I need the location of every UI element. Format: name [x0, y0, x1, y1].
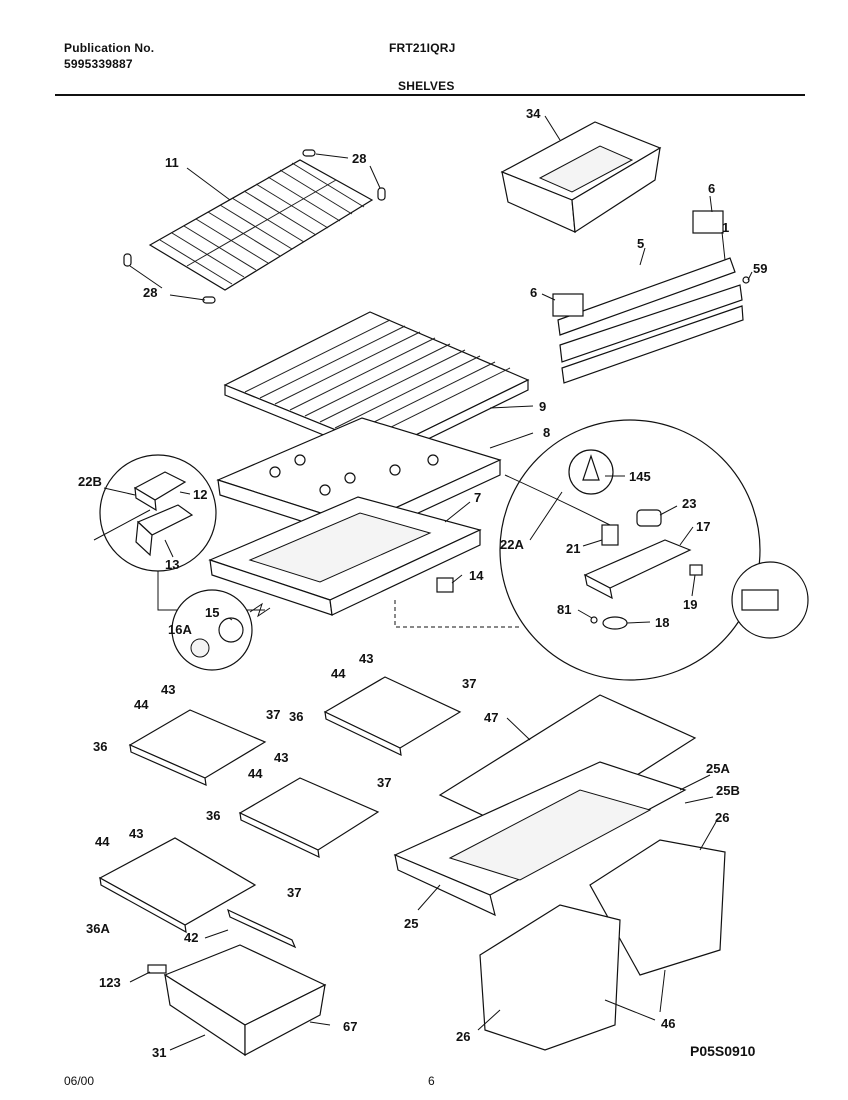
lens-18[interactable] — [602, 616, 628, 630]
callout-22b: 22B — [78, 474, 102, 489]
callout-25: 25 — [404, 916, 418, 931]
shelf-clip-28 — [377, 187, 386, 201]
callout-44: 44 — [95, 834, 110, 849]
header-rule — [55, 94, 805, 96]
terminal-21[interactable] — [601, 524, 619, 546]
callout-8: 8 — [543, 425, 550, 440]
screw-81[interactable] — [590, 616, 598, 624]
callout-7: 7 — [474, 490, 481, 505]
callout-6: 6 — [708, 181, 715, 196]
glass-shelf-43-c[interactable] — [238, 777, 380, 859]
callout-28: 28 — [352, 151, 366, 166]
light-housing-17[interactable] — [583, 539, 692, 600]
callout-34: 34 — [526, 106, 541, 121]
callout-46: 46 — [661, 1016, 675, 1031]
callout-28: 28 — [143, 285, 157, 300]
callout-47: 47 — [484, 710, 498, 725]
shelf-tray-7[interactable] — [208, 496, 482, 616]
callout-6: 6 — [530, 285, 537, 300]
callout-43: 43 — [129, 826, 143, 841]
callout-16a: 16A — [168, 622, 192, 637]
callout-36a: 36A — [86, 921, 110, 936]
callout-59: 59 — [753, 261, 767, 276]
callout-14: 14 — [469, 568, 484, 583]
callout-19: 19 — [683, 597, 697, 612]
switch-14[interactable] — [436, 577, 454, 593]
meat-keeper-31[interactable] — [163, 944, 327, 1057]
callout-labels: 11 28 28 34 6 5 1 59 6 9 8 22B 12 7 13 1… — [78, 106, 767, 1060]
callout-123: 123 — [99, 975, 121, 990]
leader-lines — [103, 115, 753, 1051]
crisper-drawer-26-right[interactable] — [589, 839, 726, 976]
callout-1: 1 — [722, 220, 729, 235]
clip-19[interactable] — [689, 564, 703, 576]
diagram-code: P05S0910 — [690, 1043, 756, 1059]
callout-22a: 22A — [500, 537, 524, 552]
callout-44: 44 — [248, 766, 263, 781]
callout-9: 9 — [539, 399, 546, 414]
callout-145: 145 — [629, 469, 651, 484]
callout-37: 37 — [287, 885, 301, 900]
screw-59 — [742, 276, 750, 284]
callout-37: 37 — [377, 775, 391, 790]
shelf-clip-28 — [123, 253, 132, 267]
bracket-123[interactable] — [147, 964, 167, 974]
ice-bin-34[interactable] — [500, 121, 662, 234]
control-housing-13[interactable] — [135, 504, 194, 557]
callout-25a: 25A — [706, 761, 730, 776]
control-knob-12[interactable] — [133, 471, 187, 512]
callout-36: 36 — [93, 739, 107, 754]
page-number: 6 — [428, 1074, 435, 1088]
callout-36: 36 — [206, 808, 220, 823]
callout-23: 23 — [682, 496, 696, 511]
callout-18: 18 — [655, 615, 669, 630]
light-bulb-15[interactable] — [218, 617, 244, 643]
callout-44: 44 — [134, 697, 149, 712]
callout-31: 31 — [152, 1045, 166, 1060]
component-23[interactable] — [636, 509, 662, 527]
connector-145[interactable] — [582, 454, 600, 481]
callout-43: 43 — [359, 651, 373, 666]
callout-36: 36 — [289, 709, 303, 724]
callout-43: 43 — [161, 682, 175, 697]
revision-date: 06/00 — [64, 1074, 95, 1088]
callout-17: 17 — [696, 519, 710, 534]
detail-circle-light-assembly — [499, 419, 761, 681]
callout-37: 37 — [462, 676, 476, 691]
shelf-rail-5[interactable] — [557, 257, 744, 384]
callout-26: 26 — [456, 1029, 470, 1044]
publication-number: 5995339887 — [64, 57, 133, 71]
bracket-6 — [552, 293, 584, 317]
callout-44: 44 — [331, 666, 346, 681]
callout-13: 13 — [165, 557, 179, 572]
crisper-drawer-26-left[interactable] — [479, 904, 621, 1051]
bracket-6 — [692, 210, 724, 234]
rail-42[interactable] — [227, 908, 297, 949]
callout-26: 26 — [715, 810, 729, 825]
callout-21: 21 — [566, 541, 580, 556]
glass-shelf-43-d[interactable] — [98, 837, 257, 934]
callout-12: 12 — [193, 487, 207, 502]
callout-42: 42 — [184, 930, 198, 945]
shelf-clip-28 — [302, 149, 316, 157]
publication-label: Publication No. — [64, 41, 155, 55]
wire-shelf-11[interactable] — [148, 159, 374, 291]
callout-81: 81 — [557, 602, 571, 617]
model-number: FRT21IQRJ — [389, 41, 456, 55]
glass-shelf-43-b[interactable] — [323, 676, 462, 757]
crisper-frame-25[interactable] — [393, 761, 687, 917]
callout-15: 15 — [205, 605, 219, 620]
glass-shelf-43-a[interactable] — [128, 709, 267, 786]
callout-67: 67 — [343, 1019, 357, 1034]
callout-11: 11 — [165, 155, 179, 170]
callout-5: 5 — [637, 236, 644, 251]
section-title: SHELVES — [398, 79, 455, 93]
socket-16a[interactable] — [190, 638, 210, 658]
callout-37: 37 — [266, 707, 280, 722]
callout-25b: 25B — [716, 783, 740, 798]
callout-43: 43 — [274, 750, 288, 765]
socket-detail-19 — [741, 589, 779, 611]
